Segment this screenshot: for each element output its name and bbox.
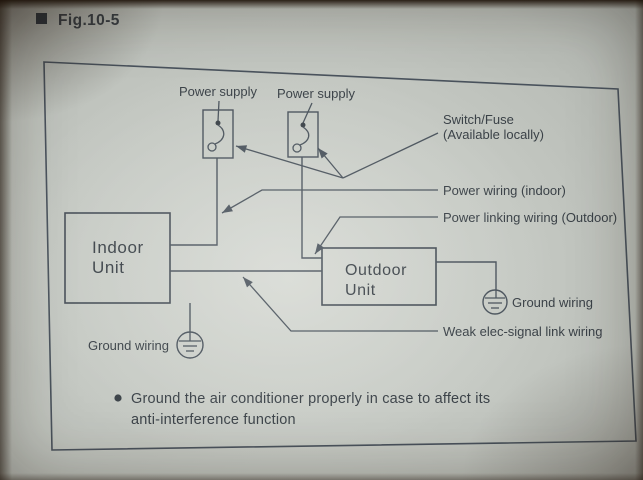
switch-fuse-label: Switch/Fuse [443, 112, 514, 127]
power-wire-indoor [170, 158, 218, 246]
power-linking-wiring-outdoor-label: Power linking wiring (Outdoor) [443, 210, 617, 225]
power-wire-outdoor [301, 157, 322, 259]
square-bullet-icon [36, 13, 47, 24]
note-line2: anti-interference function [131, 412, 296, 428]
round-bullet-icon [114, 394, 122, 402]
power-supply-left-label: Power supply [179, 84, 258, 99]
switch-fuse-leader [342, 132, 439, 179]
outdoor-unit-label-line1: Outdoor [345, 262, 407, 279]
switch-contact-icon [287, 111, 319, 158]
indoor-unit-label-line2: Unit [92, 258, 125, 277]
switch-fuse-availability-label: (Available locally) [443, 127, 544, 142]
figure-label: Fig.10-5 [58, 12, 120, 29]
outdoor-unit-label-line2: Unit [345, 282, 376, 299]
earth-ground-icon [176, 331, 204, 359]
earth-ground-icon [482, 289, 508, 315]
ground-wiring-right-label: Ground wiring [512, 295, 593, 310]
weak-signal-wiring-label: Weak elec-signal link wiring [443, 324, 602, 339]
power-supply-right-label: Power supply [277, 86, 356, 101]
switch-fuse-arrow-left [235, 145, 344, 179]
weak-signal-wiring-leader [242, 276, 438, 332]
power-supply-right-leader [302, 102, 313, 124]
outdoor-ground-wire [436, 261, 497, 290]
note-line1: Ground the air conditioner properly in c… [131, 391, 490, 407]
switch-fuse-arrow-right [317, 147, 344, 179]
ground-wiring-left-label: Ground wiring [88, 338, 169, 353]
power-supply-left-leader [217, 100, 220, 122]
power-wiring-indoor-label: Power wiring (indoor) [443, 183, 566, 198]
indoor-unit-label-line1: Indoor [92, 238, 144, 257]
power-wiring-indoor-leader [221, 189, 438, 214]
